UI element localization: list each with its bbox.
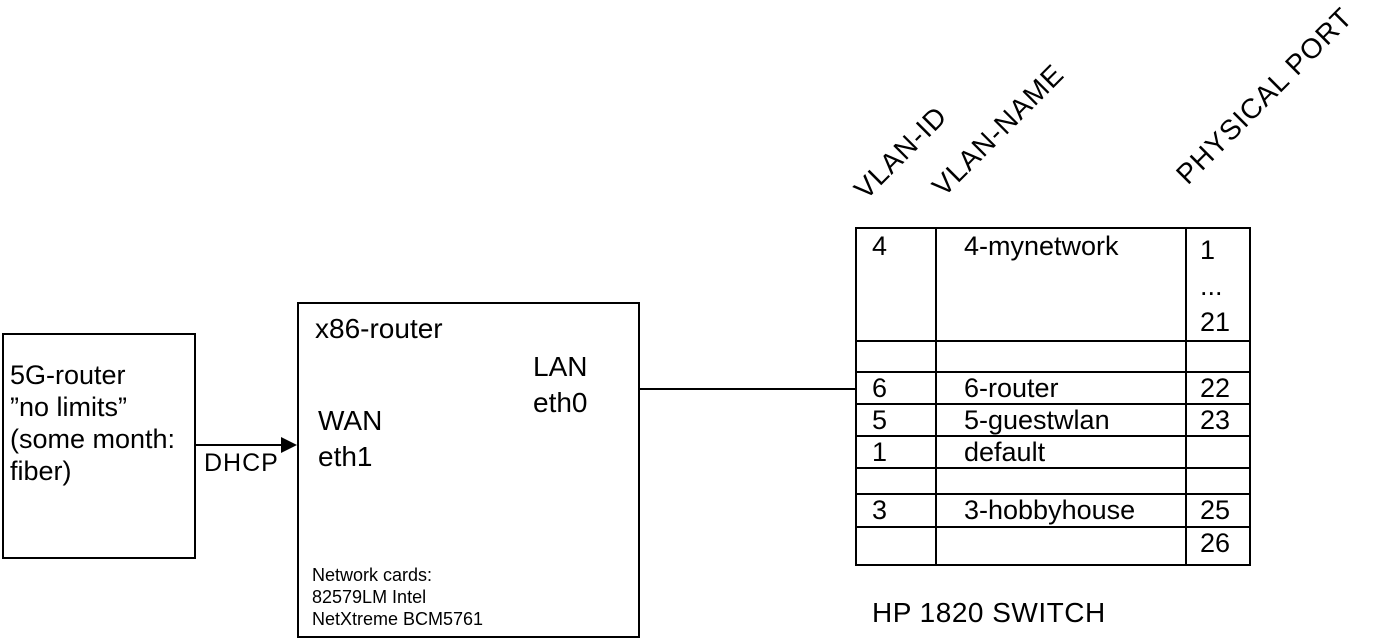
- port-cell: 25: [1185, 493, 1251, 528]
- table-row: [855, 340, 1251, 373]
- table-row: 3 3-hobbyhouse 25: [855, 493, 1251, 528]
- wan-eth1-label: WAN eth1: [318, 405, 383, 472]
- vlan-name-cell: 3-hobbyhouse: [935, 493, 1187, 528]
- table-row: 5 5-guestwlan 23: [855, 403, 1251, 437]
- 5g-router-label: 5G-router ”no limits” (some month: fiber…: [10, 360, 176, 486]
- vlan-id-cell: 6: [855, 371, 937, 405]
- vlan-id-cell: [855, 467, 937, 495]
- vlan-id-cell: [855, 526, 937, 566]
- vlan-id-cell: 3: [855, 493, 937, 528]
- 5g-router-box: 5G-router ”no limits” (some month: fiber…: [2, 333, 196, 559]
- lan-link-line: [638, 388, 855, 390]
- vlan-name-cell: 5-guestwlan: [935, 403, 1187, 437]
- table-row: 6 6-router 22: [855, 371, 1251, 405]
- wan-link-line: [196, 444, 288, 446]
- port-cell: 1 ... 21: [1185, 227, 1251, 342]
- x86-router-title: x86-router: [315, 313, 443, 344]
- vlan-table: 4 4-mynetwork 1 ... 21 6 6-router 22 5 5…: [855, 227, 1251, 566]
- table-row: [855, 467, 1251, 495]
- port-cell: 22: [1185, 371, 1251, 405]
- port-cell: [1185, 435, 1251, 469]
- vlan-name-cell: [935, 526, 1187, 566]
- vlan-id-cell: 1: [855, 435, 937, 469]
- vlan-name-cell: 4-mynetwork: [935, 227, 1187, 342]
- network-cards-label: Network cards: 82579LM Intel NetXtreme B…: [312, 565, 484, 629]
- vlan-id-cell: 4: [855, 227, 937, 342]
- header-vlan-name: VLAN-NAME: [926, 58, 1070, 203]
- header-physical-port: PHYSICAL PORT: [1170, 1, 1359, 190]
- vlan-name-cell: [935, 340, 1187, 373]
- port-cell: [1185, 340, 1251, 373]
- port-cell: 26: [1185, 526, 1251, 566]
- lan-eth0-label: LAN eth0: [533, 351, 588, 418]
- port-cell: 23: [1185, 403, 1251, 437]
- port-cell: [1185, 467, 1251, 495]
- arrow-head-icon: [281, 437, 297, 453]
- vlan-name-cell: [935, 467, 1187, 495]
- table-row: 26: [855, 526, 1251, 566]
- table-row: 4 4-mynetwork 1 ... 21: [855, 227, 1251, 342]
- switch-caption: HP 1820 SWITCH: [872, 597, 1106, 628]
- table-row: 1 default: [855, 435, 1251, 469]
- x86-router-box: x86-router LAN eth0 WAN eth1 Network car…: [297, 302, 640, 638]
- vlan-name-cell: 6-router: [935, 371, 1187, 405]
- vlan-name-cell: default: [935, 435, 1187, 469]
- dhcp-label: DHCP: [204, 449, 279, 477]
- vlan-id-cell: 5: [855, 403, 937, 437]
- vlan-id-cell: [855, 340, 937, 373]
